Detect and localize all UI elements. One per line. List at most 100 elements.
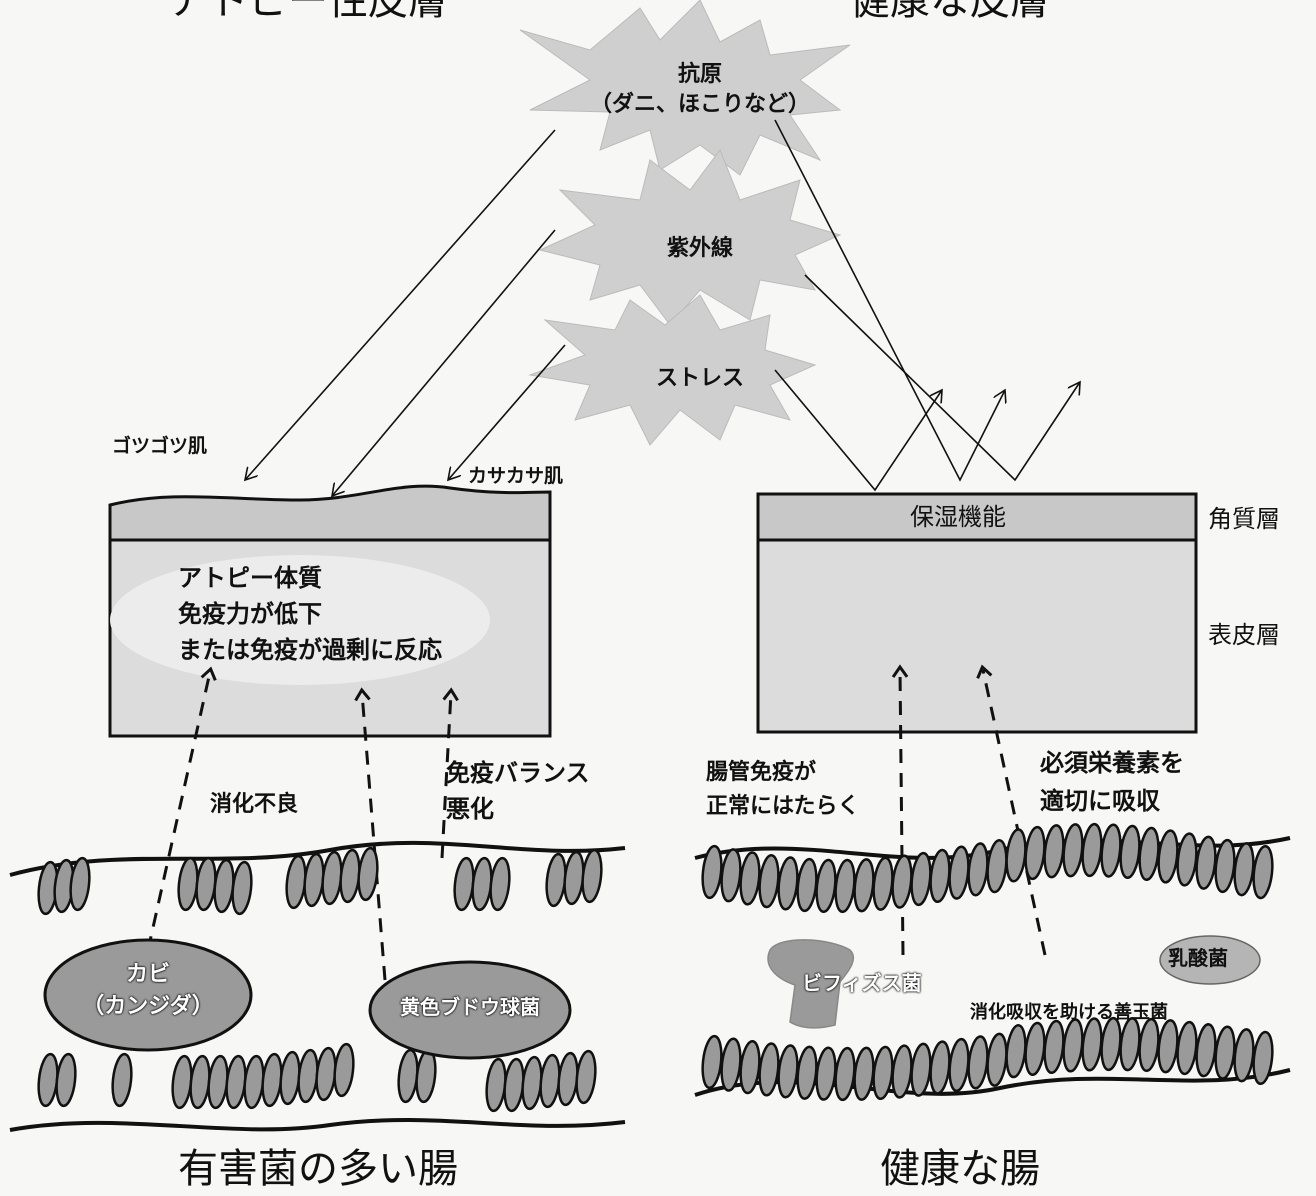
dry-skin-label: カサカサ肌 (468, 465, 564, 487)
villus-cell (1233, 1028, 1255, 1083)
villus-cell (1005, 1024, 1027, 1079)
villus-cell (581, 848, 603, 904)
villus-cell (739, 851, 761, 906)
villus-cell (910, 1042, 932, 1097)
villus-cell (891, 1044, 913, 1099)
candida-label: カビ (125, 962, 170, 987)
rough-skin-label: ゴツゴツ肌 (112, 435, 208, 457)
villus-cell (967, 1035, 989, 1090)
gut-cells-right (701, 822, 1274, 1102)
villus-cell (929, 1040, 951, 1095)
villus-cell (701, 1034, 723, 1090)
overreaction-label: または免疫が過剰に反応 (178, 636, 442, 664)
villus-cell (1176, 832, 1198, 887)
villus-cell (1062, 823, 1084, 878)
antigen-burst (519, 0, 851, 176)
villus-cell (758, 854, 780, 909)
villus-cell (1119, 1017, 1141, 1072)
immune-balance-label: 免疫バランス (446, 759, 590, 787)
villus-cell (891, 854, 913, 909)
moisture-function-label: 保湿機能 (910, 503, 1006, 531)
villus-cell (1214, 1025, 1236, 1080)
villus-cell (1024, 1021, 1046, 1076)
bifido-label: ビフィズス菌 (802, 971, 922, 995)
villus-cell (1233, 842, 1255, 897)
antigen-examples-label: （ダニ、ほこりなど） (589, 92, 810, 117)
indigestion-label: 消化不良 (210, 792, 299, 817)
stress-label: ストレス (655, 366, 744, 391)
villus-cell (853, 858, 875, 913)
gut-immunity-works-label: 正常にはたらく (706, 794, 860, 819)
healthy-stratum (756, 492, 1198, 542)
villus-cell (986, 1032, 1008, 1087)
villus-cell (575, 1049, 597, 1105)
epidermis-label: 表皮層 (1208, 621, 1280, 649)
villus-cell (111, 1052, 133, 1108)
villus-cell (1157, 829, 1179, 884)
title-atopic-skin: アトピー性皮膚 (168, 0, 448, 24)
title-healthy-skin: 健康な皮膚 (850, 0, 1050, 24)
villus-cell (853, 1046, 875, 1101)
villus-cell (701, 844, 723, 900)
villus-cell (1100, 1016, 1122, 1072)
villus-cell (910, 851, 932, 907)
villus-cell (986, 839, 1008, 894)
atopic-stratum (108, 484, 552, 542)
villus-cell (69, 856, 91, 912)
staph-bacterium (368, 960, 572, 1060)
villus-cell (357, 846, 379, 902)
villus-cell (1119, 824, 1141, 880)
atopic-constitution-label: アトピー体質 (178, 564, 322, 592)
villus-cell (815, 1046, 837, 1101)
candida-name-label: （カンジダ） (82, 994, 214, 1019)
villus-cell (872, 856, 894, 911)
healthy-epidermis (756, 538, 1198, 734)
immunity-drop-label: 免疫力が低下 (178, 600, 322, 628)
lactic-bacterium (1159, 935, 1261, 985)
villus-cell (1252, 845, 1274, 900)
gut-cells-left (37, 846, 603, 1113)
villus-cell (1062, 1018, 1084, 1073)
villus-cell (489, 856, 511, 912)
villus-cell (777, 856, 799, 911)
villus-cell (796, 1045, 818, 1100)
villus-cell (834, 1046, 856, 1102)
villus-cell (948, 845, 970, 900)
stress-burst (528, 294, 817, 446)
villus-cell (967, 842, 989, 897)
title-harmful-gut: 有害菌の多い腸 (178, 1146, 458, 1192)
uv-burst (538, 148, 842, 326)
lactic-label: 乳酸菌 (1168, 946, 1228, 970)
stratum-corneum-label: 角質層 (1208, 505, 1280, 533)
villus-cell (55, 1052, 77, 1108)
gut-immunity-label: 腸管免疫が (706, 760, 817, 785)
villus-cell (834, 858, 856, 914)
villus-cell (796, 857, 818, 913)
villus-cell (948, 1037, 970, 1093)
villus-cell (1043, 824, 1065, 879)
proper-absorption-label: 適切に吸収 (1040, 787, 1160, 815)
uv-label: 紫外線 (666, 236, 733, 261)
good-bacteria-label: 消化吸収を助ける善玉菌 (970, 1002, 1168, 1023)
villus-cell (1043, 1019, 1065, 1075)
antigen-label: 抗原 (677, 62, 722, 87)
villus-cell (415, 1048, 437, 1104)
villus-cell (1138, 826, 1160, 882)
villus-cell (758, 1042, 780, 1097)
villus-cell (777, 1044, 799, 1099)
villus-cell (1081, 1017, 1103, 1072)
villus-cell (1138, 1017, 1160, 1073)
bifido-bacterium (767, 939, 855, 1029)
villus-cell (739, 1040, 761, 1095)
title-healthy-gut: 健康な腸 (880, 1146, 1040, 1192)
villus-cell (1100, 823, 1122, 878)
villus-cell (1176, 1020, 1198, 1076)
villus-cell (1005, 828, 1027, 883)
villus-cell (1252, 1030, 1274, 1086)
essential-nutrients-label: 必須栄養素を (1040, 749, 1184, 777)
villus-cell (1024, 825, 1046, 881)
villus-cell (815, 858, 837, 913)
villus-cell (1195, 1023, 1217, 1078)
